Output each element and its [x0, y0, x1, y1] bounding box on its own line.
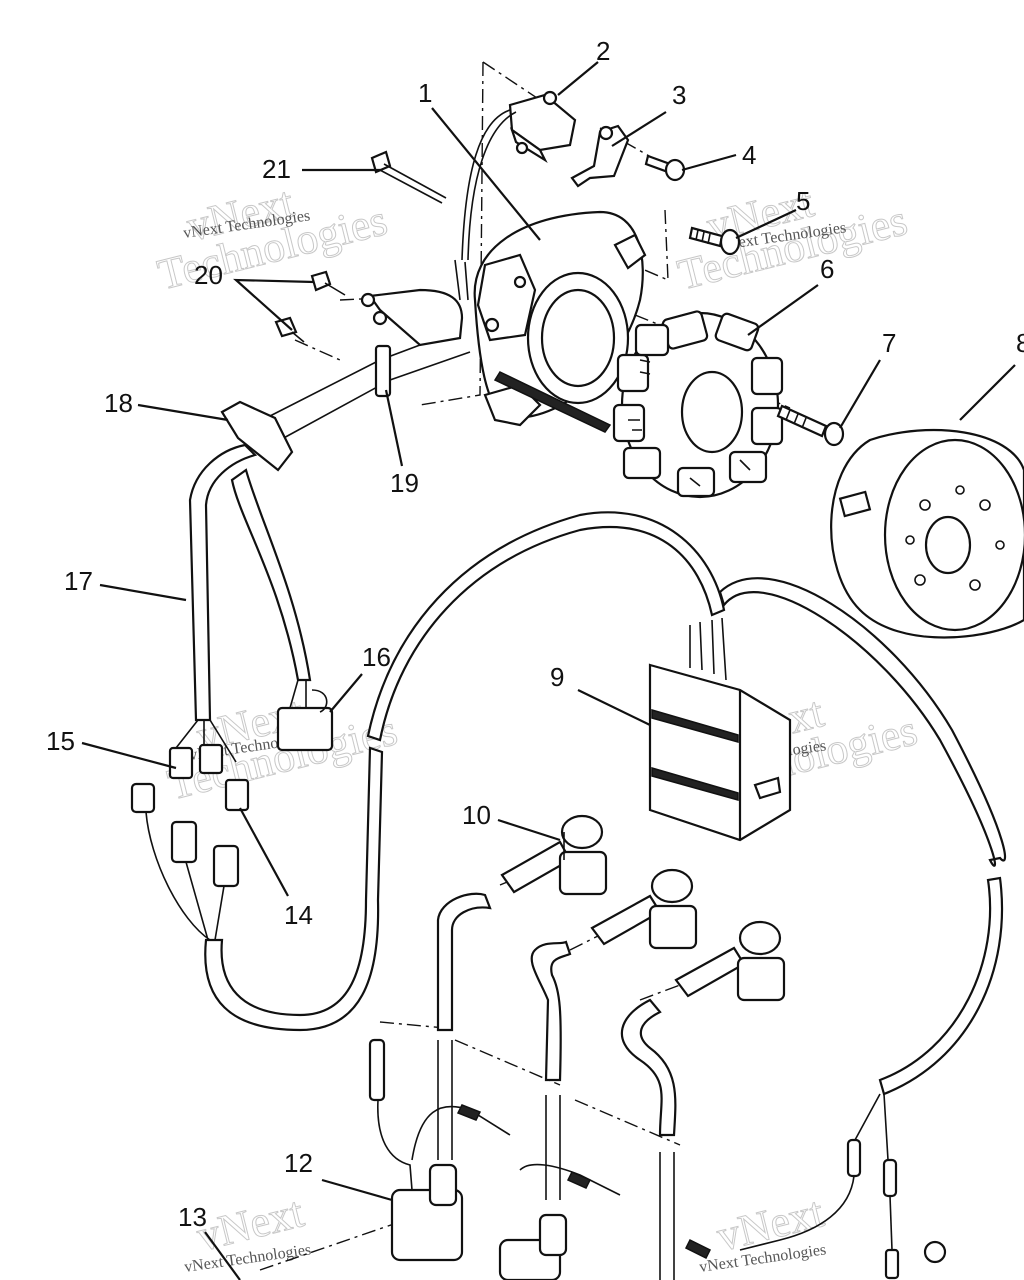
bracket [570, 124, 630, 188]
bolt-5 [688, 226, 741, 256]
stator-coil [612, 310, 784, 499]
cdi-module [648, 617, 792, 842]
wiring-harness [188, 259, 471, 722]
callout-14: 14 [284, 900, 313, 930]
high-tension-leads [436, 892, 677, 1280]
connectors [130, 679, 334, 941]
callout-16: 16 [362, 642, 391, 672]
cable-tie [370, 150, 447, 204]
stator-plate [473, 210, 647, 433]
callout-21: 21 [262, 154, 291, 184]
callout-10: 10 [462, 800, 491, 830]
callout-12: 12 [284, 1148, 313, 1178]
cable-loops [204, 511, 1007, 1096]
callout-labels: 1 2 3 4 5 6 7 8 9 10 12 13 14 15 16 17 1… [46, 36, 1024, 1232]
flywheel [830, 428, 1024, 639]
callout-5: 5 [796, 186, 810, 216]
callout-8: 8 [1016, 328, 1024, 358]
ground-leads [739, 1093, 947, 1280]
callout-6: 6 [820, 254, 834, 284]
callout-18: 18 [104, 388, 133, 418]
callout-7: 7 [882, 328, 896, 358]
ignition-coils [368, 1038, 712, 1280]
callout-9: 9 [550, 662, 564, 692]
callout-13: 13 [178, 1202, 207, 1232]
callout-15: 15 [46, 726, 75, 756]
callout-4: 4 [742, 140, 756, 170]
pulse-sensor [461, 90, 577, 261]
callout-17: 17 [64, 566, 93, 596]
leader-lines [81, 61, 1016, 1280]
callout-2: 2 [596, 36, 610, 66]
callout-20: 20 [194, 260, 223, 290]
bolt-7 [776, 404, 845, 447]
callout-1: 1 [418, 78, 432, 108]
callout-19: 19 [390, 468, 419, 498]
callout-3: 3 [672, 80, 686, 110]
spark-plug-caps [500, 814, 786, 1002]
screws-20 [274, 270, 346, 343]
screw-4 [644, 154, 686, 182]
